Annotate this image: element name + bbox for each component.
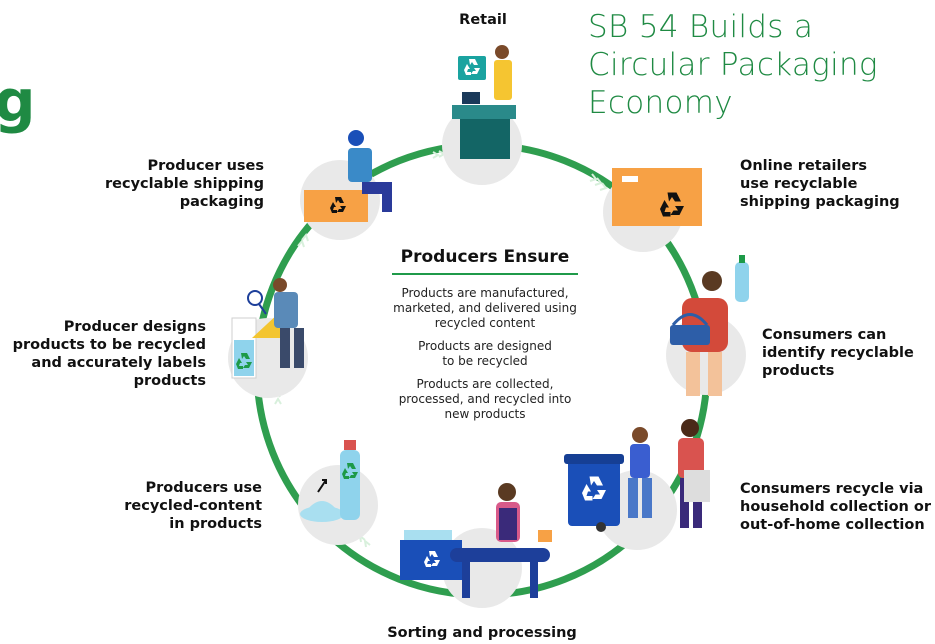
consumer-identify-illustration bbox=[670, 255, 749, 396]
shipping-illustration bbox=[304, 130, 392, 222]
label-designs: Producer designs products to be recycled… bbox=[12, 319, 206, 389]
retail-illustration bbox=[452, 45, 516, 159]
recycling-bin-icon bbox=[568, 460, 620, 526]
node-recycled-content bbox=[298, 465, 378, 545]
page-title-line-1: SB 54 Builds a bbox=[588, 9, 814, 45]
label-retail: Retail bbox=[459, 12, 507, 28]
partial-heading: g bbox=[0, 67, 36, 135]
consumer-recycle-illustration bbox=[564, 419, 710, 532]
conveyor-belt-icon bbox=[450, 548, 550, 562]
shipping-box-icon bbox=[612, 168, 702, 226]
magnifier-icon bbox=[247, 290, 263, 306]
cash-register-icon bbox=[452, 105, 516, 119]
label-consumers-recycle: Consumers recycle via household collecti… bbox=[740, 481, 932, 533]
center-item-1: Products are manufactured, marketed, and… bbox=[393, 286, 577, 330]
label-online-retailers: Online retailers use recyclable shipping… bbox=[740, 158, 900, 210]
center-divider bbox=[392, 273, 578, 275]
center-item-2: Products are designed to be recycled bbox=[418, 339, 552, 368]
designs-illustration bbox=[231, 278, 304, 379]
shopping-basket-icon bbox=[670, 325, 710, 345]
producers-ensure-panel: Producers Ensure Products are manufactur… bbox=[370, 246, 600, 430]
center-title: Producers Ensure bbox=[400, 247, 570, 267]
center-item-3: Products are collected, processed, and r… bbox=[398, 377, 572, 421]
page-title-line-3: Economy bbox=[588, 85, 733, 121]
label-shipping: Producer uses recyclable shipping packag… bbox=[105, 158, 264, 210]
recycled-content-illustration bbox=[300, 440, 360, 522]
page-title: SB 54 Builds a Circular Packaging Econom… bbox=[588, 8, 928, 122]
triangle-ruler-icon bbox=[252, 312, 280, 338]
label-consumers-identify: Consumers can identify recyclable produc… bbox=[762, 327, 914, 379]
label-recycled-content: Producers use recycled-content in produc… bbox=[124, 480, 262, 532]
sorting-illustration bbox=[400, 483, 552, 598]
label-sorting: Sorting and processing bbox=[387, 625, 577, 641]
page-title-line-2: Circular Packaging bbox=[588, 47, 878, 83]
bottle-icon bbox=[735, 262, 749, 302]
